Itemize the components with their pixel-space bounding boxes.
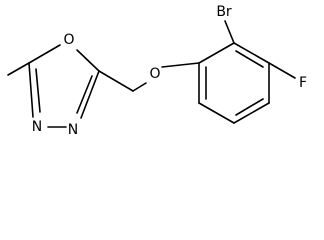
bond-c4-f [268,62,296,79]
atom-ether-o: O [149,66,160,82]
bond-c2-oring [28,44,61,64]
bond-c5-ch2 [98,70,134,92]
bond-n3-c2-double [28,62,34,118]
bond-c2-br [224,20,235,44]
bond-c2-c3 [233,42,270,64]
structure-diagram: O N N O Br F [7,4,307,138]
bond-c5-n4-double [80,70,100,119]
atom-fluorine: F [299,75,307,91]
bond-n3-c2-double-inner [35,68,41,113]
bond-methyl [7,62,30,76]
atom-n4: N [68,122,78,138]
bond-c4-c5 [233,102,270,124]
bond-c4-c5-inner [235,98,264,116]
bond-oether-c1 [161,62,200,68]
bond-c2-c3-inner [235,50,264,68]
bond-oring-c5 [76,49,100,72]
atom-n3: N [32,119,42,135]
atom-oxadiazole-o: O [63,32,74,48]
bond-c5-n4-double-inner [76,75,93,114]
bond-c5-c6 [198,102,235,124]
bond-c1-c2 [198,42,235,64]
bond-ch2-oether [132,82,147,92]
atom-bromine: Br [216,4,232,20]
